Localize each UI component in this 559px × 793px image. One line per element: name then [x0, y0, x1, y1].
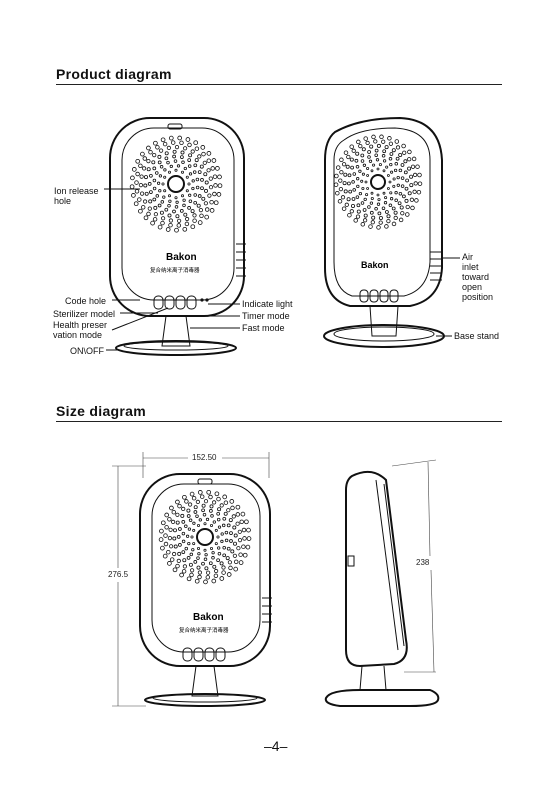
ion-release-grille [129, 135, 223, 233]
label-health-preservation-mode: Health preser vation mode [53, 320, 108, 340]
height-dimension: 276.5 [108, 570, 129, 579]
page-number: –4– [264, 738, 288, 754]
front-brand-logo: Bakon [166, 252, 197, 263]
label-indicate-light: Indicate light [242, 299, 293, 309]
width-dimension: 152.50 [192, 453, 217, 462]
label-timer-mode: Timer mode [242, 311, 290, 321]
label-on-off: ON\OFF [70, 346, 104, 356]
label-base-stand: Base stand [454, 331, 500, 341]
label-code-hole: Code hole [65, 296, 107, 306]
label-ion-release-hole: Ion release hole [54, 186, 99, 206]
label-fast-mode: Fast mode [242, 323, 285, 333]
size-front-grille [158, 489, 252, 585]
product-title-rule [56, 84, 502, 85]
size-diagram-title: Size diagram [56, 403, 146, 419]
angled-brand-logo: Bakon [361, 260, 389, 270]
size-brand-subtitle: 复合纳米离子消毒器 [179, 626, 229, 634]
front-brand-subtitle: 复合纳米离子消毒器 [150, 266, 200, 274]
depth-dimension: 238 [416, 558, 430, 567]
angled-grille [333, 134, 423, 230]
size-brand-logo: Bakon [193, 612, 224, 623]
product-diagram-title: Product diagram [56, 66, 172, 82]
label-air-inlet: Air inlet toward open position [462, 252, 494, 302]
label-sterilizer-model: Sterilizer model [53, 309, 116, 319]
size-title-rule [56, 421, 502, 422]
